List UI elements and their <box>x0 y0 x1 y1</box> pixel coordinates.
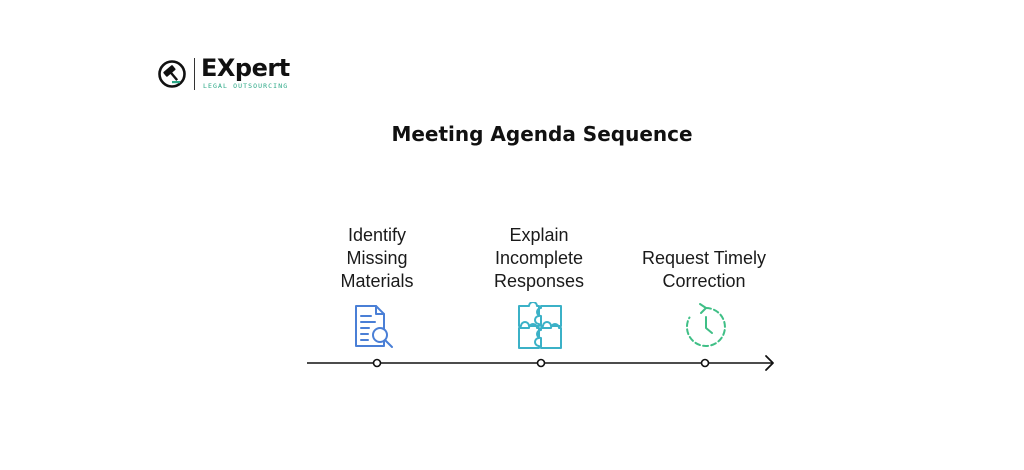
timeline-arrowhead <box>765 355 774 371</box>
brand-name: EXpert <box>201 54 290 82</box>
clock-refresh-icon <box>685 303 726 347</box>
brand-name-x: X <box>216 54 236 82</box>
step-1-label: Identify Missing Materials <box>340 225 414 291</box>
timeline-node-3 <box>700 358 710 368</box>
document-search-icon <box>355 305 393 348</box>
gavel-logo-icon <box>158 60 186 88</box>
diagram-title: Meeting Agenda Sequence <box>391 122 693 146</box>
puzzle-icon <box>518 302 562 349</box>
brand-logo[interactable]: EXpert LEGAL OUTSOURCING <box>157 54 297 95</box>
logo-divider <box>194 58 195 90</box>
brand-tagline: LEGAL OUTSOURCING <box>203 82 289 90</box>
timeline-node-1 <box>372 358 382 368</box>
step-2-label: Explain Incomplete Responses <box>493 225 585 291</box>
step-3-label: Request Timely Correction <box>641 248 767 291</box>
timeline-node-2 <box>536 358 546 368</box>
timeline-axis <box>307 355 774 371</box>
